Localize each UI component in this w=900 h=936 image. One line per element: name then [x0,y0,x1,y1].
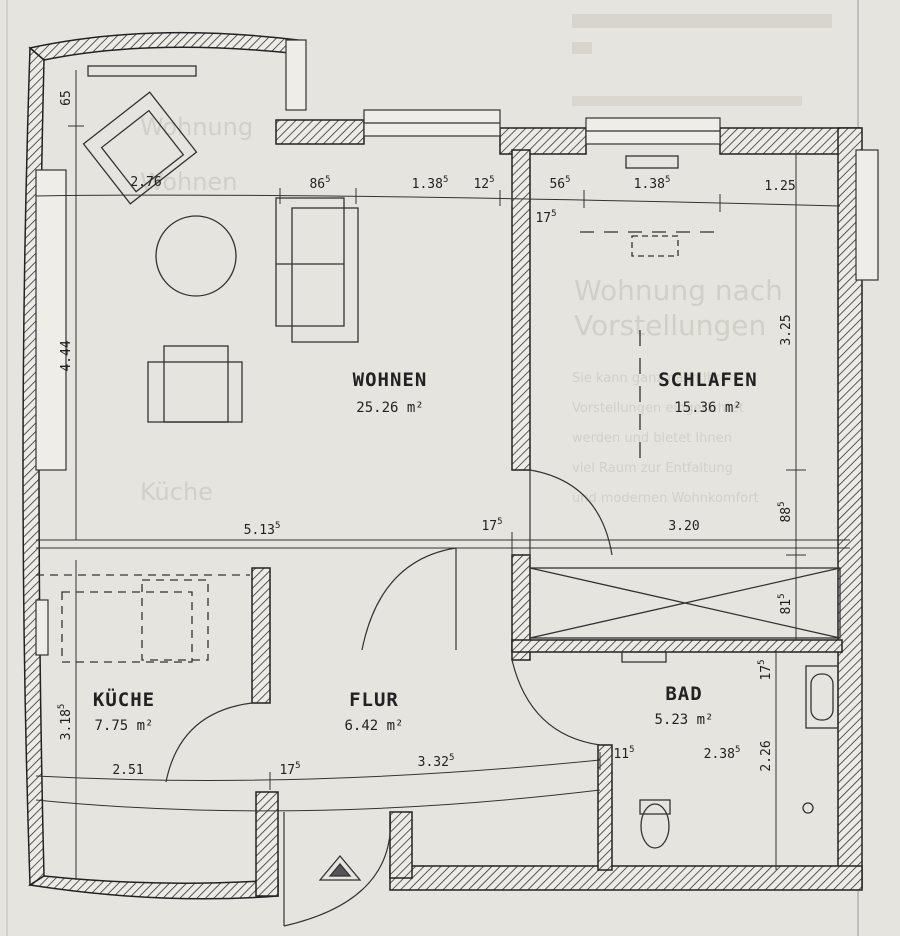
window-right [855,149,879,281]
wall-bottom-right [389,865,863,891]
dim-label: 565 [549,175,570,192]
room-name-wohnen: WOHNEN [353,369,428,391]
armchair-rotated [82,91,198,205]
dim-label: 125 [473,175,494,192]
room-name-schlafen: SCHLAFEN [658,369,758,391]
dim-label: 3.20 [668,519,699,534]
window-corner [285,39,307,111]
ghost-line: Vorstellungen eingerichtet [572,401,744,416]
dim-label: 1.25 [764,179,795,194]
dim-label: 3.325 [418,753,455,770]
window-left [35,169,67,471]
dim-label: 175 [279,761,300,778]
door-hall-kitchen [165,702,253,783]
dim-label: 815 [777,593,794,614]
ghost-line: werden und bietet Ihnen [572,431,732,446]
doors [165,469,613,927]
wall-top-left [275,119,365,145]
entrance-mark [318,854,362,881]
dim-label: 2.26 [759,740,774,771]
room-area-flur: 6.42 m² [344,718,403,734]
dim-label: 1.385 [412,175,449,192]
bed-headboard [631,235,679,257]
dim-label: 65 [59,90,74,106]
windows [35,39,879,656]
dim-label: 115 [613,745,634,762]
room-area-kueche: 7.75 m² [94,718,153,734]
bath-shelf [621,651,667,663]
ghost-line: Wohnen [140,168,237,196]
dim-label: 1.385 [634,175,671,192]
ghost-line: viel Raum zur Entfaltung [572,461,733,476]
dim-label: 3.25 [779,314,794,345]
dim-label: 865 [309,175,330,192]
door-living-bedroom [529,469,613,556]
sofa [275,197,359,343]
ghost-line: Wohnung [140,113,253,141]
round-table [155,215,237,297]
wall-kitchen-hall [251,567,271,704]
door-hall-living [361,547,457,651]
ghost-line: und modernen Wohnkomfort [572,491,759,506]
wall-bath-left [597,744,613,871]
ghost-heading-2: Vorstellungen [574,309,766,342]
dim-label: 175 [757,659,774,680]
washbasin [805,665,839,729]
dim-label: 175 [535,209,556,226]
room-labels: WOHNEN 25.26 m² SCHLAFEN 15.36 m² KÜCHE … [93,369,758,734]
floor-drain [802,802,814,814]
dim-label: 2.51 [112,763,143,778]
wardrobe [529,567,841,639]
page-ghost-text: Wohnung nach Vorstellungen Sie kann ganz… [140,113,783,506]
dim-label: 2.76 [130,175,161,190]
dim-label: 3.185 [57,704,74,741]
dim-label: 4.44 [59,340,74,371]
room-name-kueche: KÜCHE [93,687,155,711]
dim-label: 2.385 [704,745,741,762]
sideboard [87,65,197,77]
wall-bed-bath [511,639,843,653]
wall-entrance-left [255,791,279,897]
room-area-schlafen: 15.36 m² [674,400,741,416]
ghost-line: Küche [140,478,213,506]
wall-interior-vertical-1 [511,149,531,471]
door-entrance [283,811,392,927]
toilet [639,799,671,849]
room-name-flur: FLUR [349,689,399,711]
ghost-line: Sie kann ganz nach Ihren [572,371,736,386]
door-hall-bath [511,659,601,746]
dimension-labels: 65 2.76 865 1.385 125 565 1.385 1.25 175… [57,90,796,778]
wall-entrance-right [389,811,413,879]
room-area-bad: 5.23 m² [654,712,713,728]
armchair [147,345,243,423]
bed-light [625,155,679,169]
furniture [36,65,841,881]
window-kitchen [35,599,49,656]
ghost-heading: Wohnung nach [574,274,783,307]
room-name-bad: BAD [665,683,702,705]
dim-label: 885 [777,501,794,522]
kitchen-table [36,574,250,663]
room-area-wohnen: 25.26 m² [356,400,423,416]
dim-label: 5.135 [244,521,281,538]
dim-label: 175 [481,517,502,534]
